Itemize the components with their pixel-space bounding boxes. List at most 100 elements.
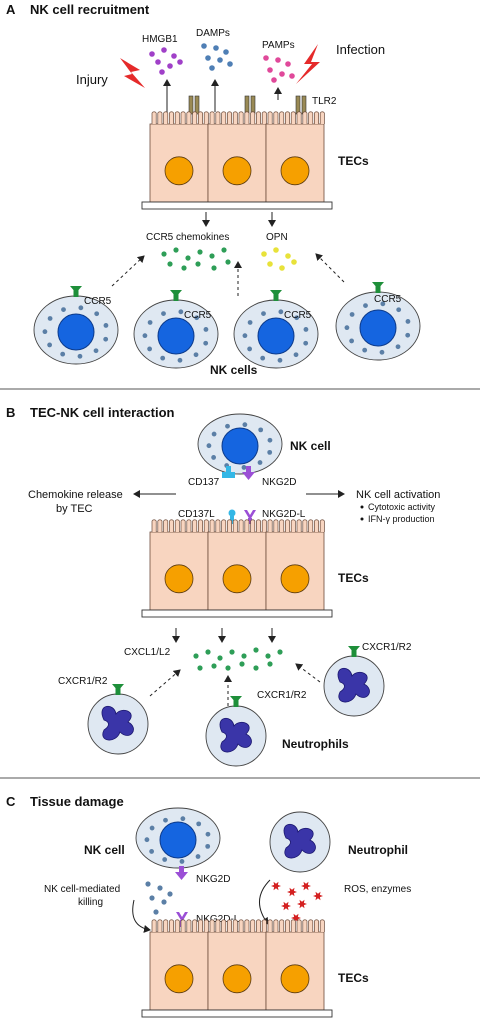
granule bbox=[147, 346, 153, 352]
nk-cell-label: NK cell bbox=[290, 439, 331, 453]
nk-cell-icon bbox=[135, 807, 221, 869]
granule bbox=[363, 303, 368, 308]
granule bbox=[260, 355, 266, 361]
hmgb1-particle bbox=[171, 53, 177, 59]
cxcr-receptor-icon bbox=[230, 696, 242, 707]
granule bbox=[396, 307, 402, 313]
neutrophil-icon bbox=[269, 811, 331, 873]
nk-nucleus bbox=[159, 821, 197, 859]
tec-cell-icon bbox=[265, 919, 325, 1011]
nkg2d-label: NKG2D bbox=[262, 477, 296, 488]
tec-epithelium bbox=[141, 519, 333, 618]
granule bbox=[211, 431, 217, 437]
cd137-receptor-icon bbox=[222, 466, 235, 478]
chemokine-particle bbox=[173, 247, 179, 253]
hmgb1-particles bbox=[149, 47, 183, 75]
chemokine-particle bbox=[161, 251, 167, 257]
granule-particle bbox=[153, 909, 159, 915]
damps-particle bbox=[201, 43, 207, 49]
granule bbox=[247, 346, 253, 352]
basement-membrane bbox=[141, 201, 333, 210]
nk-cells-group bbox=[33, 282, 421, 369]
chemokine-particle bbox=[209, 253, 215, 259]
neutrophils-group bbox=[87, 646, 385, 767]
nk-activation-label: NK cell activation bbox=[356, 489, 440, 501]
granule bbox=[147, 320, 153, 325]
granule bbox=[349, 312, 355, 317]
granule bbox=[211, 455, 217, 460]
ros-particle bbox=[297, 899, 307, 909]
panel-b: B TEC-NK cell interaction NK cell CD137 … bbox=[6, 405, 440, 767]
infection-label: Infection bbox=[336, 42, 385, 57]
cd137l-ligand-icon bbox=[228, 509, 236, 524]
pamps-particle bbox=[263, 55, 269, 61]
opn-particle bbox=[285, 253, 291, 259]
granule bbox=[344, 325, 350, 331]
nk-cell-icon bbox=[133, 290, 219, 369]
granule bbox=[196, 821, 202, 827]
chemokine-particle bbox=[229, 649, 235, 655]
ros-particle bbox=[301, 881, 311, 891]
neutrophil-icon bbox=[205, 696, 267, 767]
damps-particle bbox=[217, 57, 223, 63]
granule bbox=[60, 351, 66, 357]
granule bbox=[303, 327, 309, 332]
ccr5-label: CCR5 bbox=[184, 310, 212, 321]
panel-b-letter: B bbox=[6, 405, 15, 420]
granule bbox=[362, 347, 368, 353]
granule bbox=[203, 340, 209, 346]
nk-cell-icon bbox=[33, 286, 119, 365]
killing-label: NK cell-mediated bbox=[44, 884, 120, 895]
granule bbox=[103, 323, 109, 328]
hmgb1-particle bbox=[177, 59, 183, 65]
ccr5-receptor-icon bbox=[372, 282, 384, 293]
chemokine-particle bbox=[197, 249, 203, 255]
panel-a-title: NK cell recruitment bbox=[30, 2, 150, 17]
granule bbox=[278, 309, 284, 315]
granule bbox=[94, 311, 100, 317]
chemokine-particle bbox=[253, 647, 259, 653]
chemokine-particle bbox=[267, 661, 273, 667]
neutrophil-label: Neutrophil bbox=[348, 843, 408, 857]
panel-c-title: Tissue damage bbox=[30, 794, 124, 809]
granule bbox=[78, 305, 84, 311]
nk-cells-label: NK cells bbox=[210, 363, 258, 377]
ccr5-receptor-icon bbox=[170, 290, 182, 301]
granule bbox=[267, 449, 273, 455]
granule-particle bbox=[145, 881, 151, 887]
panel-b-title: TEC-NK cell interaction bbox=[30, 405, 175, 420]
tecs-label: TECs bbox=[338, 971, 369, 985]
damps-particles bbox=[201, 43, 233, 71]
ifn-production-label: IFN-γ production bbox=[368, 514, 435, 524]
tec-nucleus bbox=[164, 156, 194, 186]
panel-a-letter: A bbox=[6, 2, 16, 17]
granule bbox=[242, 333, 248, 339]
chemokine-release-label-2: by TEC bbox=[56, 503, 93, 515]
tlr2-receptor-icon bbox=[188, 95, 307, 115]
granule bbox=[303, 340, 309, 346]
granule bbox=[258, 427, 264, 433]
granule bbox=[206, 443, 212, 449]
chemokine-particle bbox=[211, 265, 217, 271]
neutrophil-nucleus bbox=[219, 718, 252, 753]
hmgb1-particle bbox=[155, 59, 161, 65]
hmgb1-particle bbox=[149, 51, 155, 57]
granule bbox=[205, 831, 211, 837]
granule-particle bbox=[157, 885, 163, 891]
tec-cell-icon bbox=[149, 111, 209, 203]
chemokine-particle bbox=[239, 661, 245, 667]
hmgb1-label: HMGB1 bbox=[142, 34, 178, 45]
granule bbox=[194, 315, 200, 321]
ccr5-chemokines-label: CCR5 chemokines bbox=[146, 232, 229, 243]
tec-nucleus bbox=[280, 564, 310, 594]
cxcr-receptor-icon bbox=[348, 646, 360, 657]
granule-particles bbox=[145, 881, 173, 915]
tec-cell-icon bbox=[207, 919, 267, 1011]
granule bbox=[277, 357, 283, 363]
chemokine-particle bbox=[221, 247, 227, 253]
granule bbox=[405, 319, 411, 324]
granule bbox=[405, 332, 411, 338]
neutrophil-icon bbox=[323, 646, 385, 717]
